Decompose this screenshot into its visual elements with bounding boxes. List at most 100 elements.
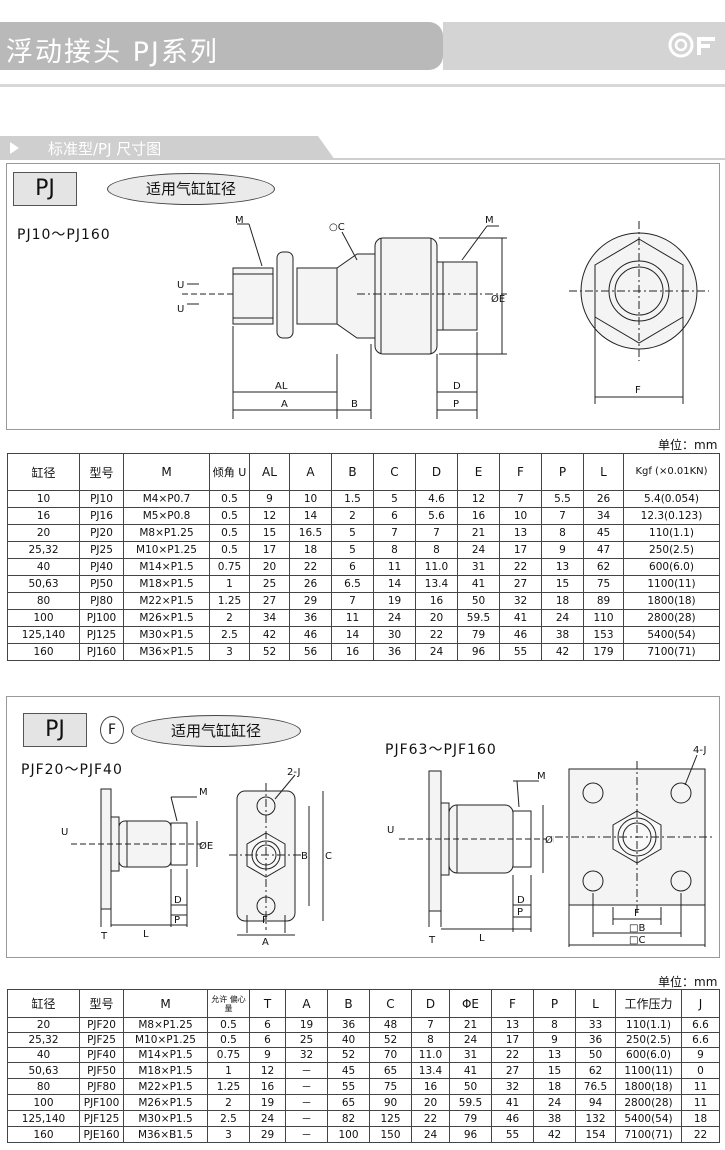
col-header: T [249,989,286,1018]
table-cell: 19 [249,1094,286,1111]
table-cell: 50 [457,592,500,610]
table-cell: 75 [583,575,624,593]
table-cell: 5.4(0.054) [623,490,720,508]
table-cell: 160 [7,1126,80,1143]
model-range-left: PJF20～PJF40 [21,762,123,778]
dim-f-label: F [635,385,641,396]
pjf-drawing-panel: PJ F 适用气缸缸径 PJF20～PJF40 PJF63～PJF160 M U… [6,696,720,958]
table-cell: 8 [411,1032,450,1048]
dim-d-label: D [517,895,525,906]
table-cell: M36×P1.5 [123,643,210,661]
table-cell: 6.5 [331,575,374,593]
table-cell: 9 [249,1047,286,1063]
table-cell: 0.5 [209,507,250,525]
table-cell: PJF40 [79,1047,124,1063]
table-cell: 1.25 [207,1078,250,1095]
table-cell: 153 [583,626,624,644]
table-cell: 6.6 [681,1017,720,1033]
table-cell: 22 [289,558,332,576]
table-cell: 1800(18) [615,1078,682,1095]
table-cell: 125,140 [7,626,80,644]
bore-pill: 适用气缸缸径 [131,715,301,747]
table-cell: PJ160 [79,643,124,661]
table-cell: 14 [331,626,374,644]
table-cell: 250(2.5) [623,541,720,559]
table-cell: 0.5 [209,541,250,559]
table-cell: 16 [415,592,458,610]
table-cell: 36 [327,1017,370,1033]
table-cell: 31 [457,558,500,576]
col-header: 缸径 [7,989,80,1018]
table-cell: 5 [331,541,374,559]
table-cell: PJ50 [79,575,124,593]
dim-d-label: D [453,381,461,392]
table-cell: 41 [449,1062,492,1079]
table-cell: 32 [491,1078,534,1095]
dim-a-label: A [281,399,288,410]
col-header: D [415,453,458,491]
table-cell: 110(1.1) [615,1017,682,1033]
table-cell: 42 [533,1126,576,1143]
pj-drawing-panel: PJ 适用气缸缸径 PJ10～PJ160 [6,163,720,430]
table-cell: 19 [373,592,416,610]
section-tab [0,136,335,160]
col-header: ΦE [449,989,492,1018]
dim-a-label: A [262,937,269,945]
table-cell: M22×P1.5 [123,592,210,610]
table-cell: － [285,1094,328,1111]
table-cell: 26 [583,490,624,508]
table-cell: 2 [207,1094,250,1111]
table-cell: 12 [249,507,290,525]
table-cell: 3 [207,1126,250,1143]
dim-e-label: ØE [545,834,554,846]
col-header: D [411,989,450,1018]
table-cell: 55 [327,1078,370,1095]
dim-t-label: T [100,931,108,942]
table-cell: 5 [373,490,416,508]
table-cell: 50 [575,1047,616,1063]
table-cell: 2.5 [207,1110,250,1127]
table-cell: 0.75 [209,558,250,576]
table-cell: 3 [209,643,250,661]
table-cell: 24 [449,1032,492,1048]
dim-d-label: D [174,895,182,906]
table-cell: M8×P1.25 [123,524,210,542]
col-header: M [123,453,210,491]
col-header: L [583,453,624,491]
table-cell: 22 [681,1126,720,1143]
table-cell: 24 [249,1110,286,1127]
table-cell: 11 [373,558,416,576]
dim-b-label: B [301,851,308,862]
table-cell: 96 [457,643,500,661]
table-cell: 11 [331,609,374,627]
col-header: 倾角 U [209,453,250,491]
table-cell: 40 [7,558,80,576]
table-cell: 6 [249,1017,286,1033]
table-cell: 34 [249,609,290,627]
header-right-band [443,22,725,70]
header-rule [0,84,725,87]
table-cell: 160 [7,643,80,661]
table-cell: 76.5 [575,1078,616,1095]
col-header: 型号 [79,989,124,1018]
table-cell: 47 [583,541,624,559]
table-cell: 179 [583,643,624,661]
dim-u2-label: U [177,304,184,315]
dim-2j-label: 2-J [287,767,300,778]
col-header: J [681,989,720,1018]
table-cell: 5.6 [415,507,458,525]
table-cell: 13.4 [411,1062,450,1079]
dim-4j-label: 4-J [693,745,706,756]
table-cell: 25 [249,575,290,593]
dim-p-label: P [453,399,459,410]
table-cell: 70 [369,1047,412,1063]
table-cell: 21 [449,1017,492,1033]
table-cell: 13 [499,524,542,542]
table-cell: 110(1.1) [623,524,720,542]
table-cell: 46 [491,1110,534,1127]
table-cell: 150 [369,1126,412,1143]
table-cell: 1 [209,575,250,593]
